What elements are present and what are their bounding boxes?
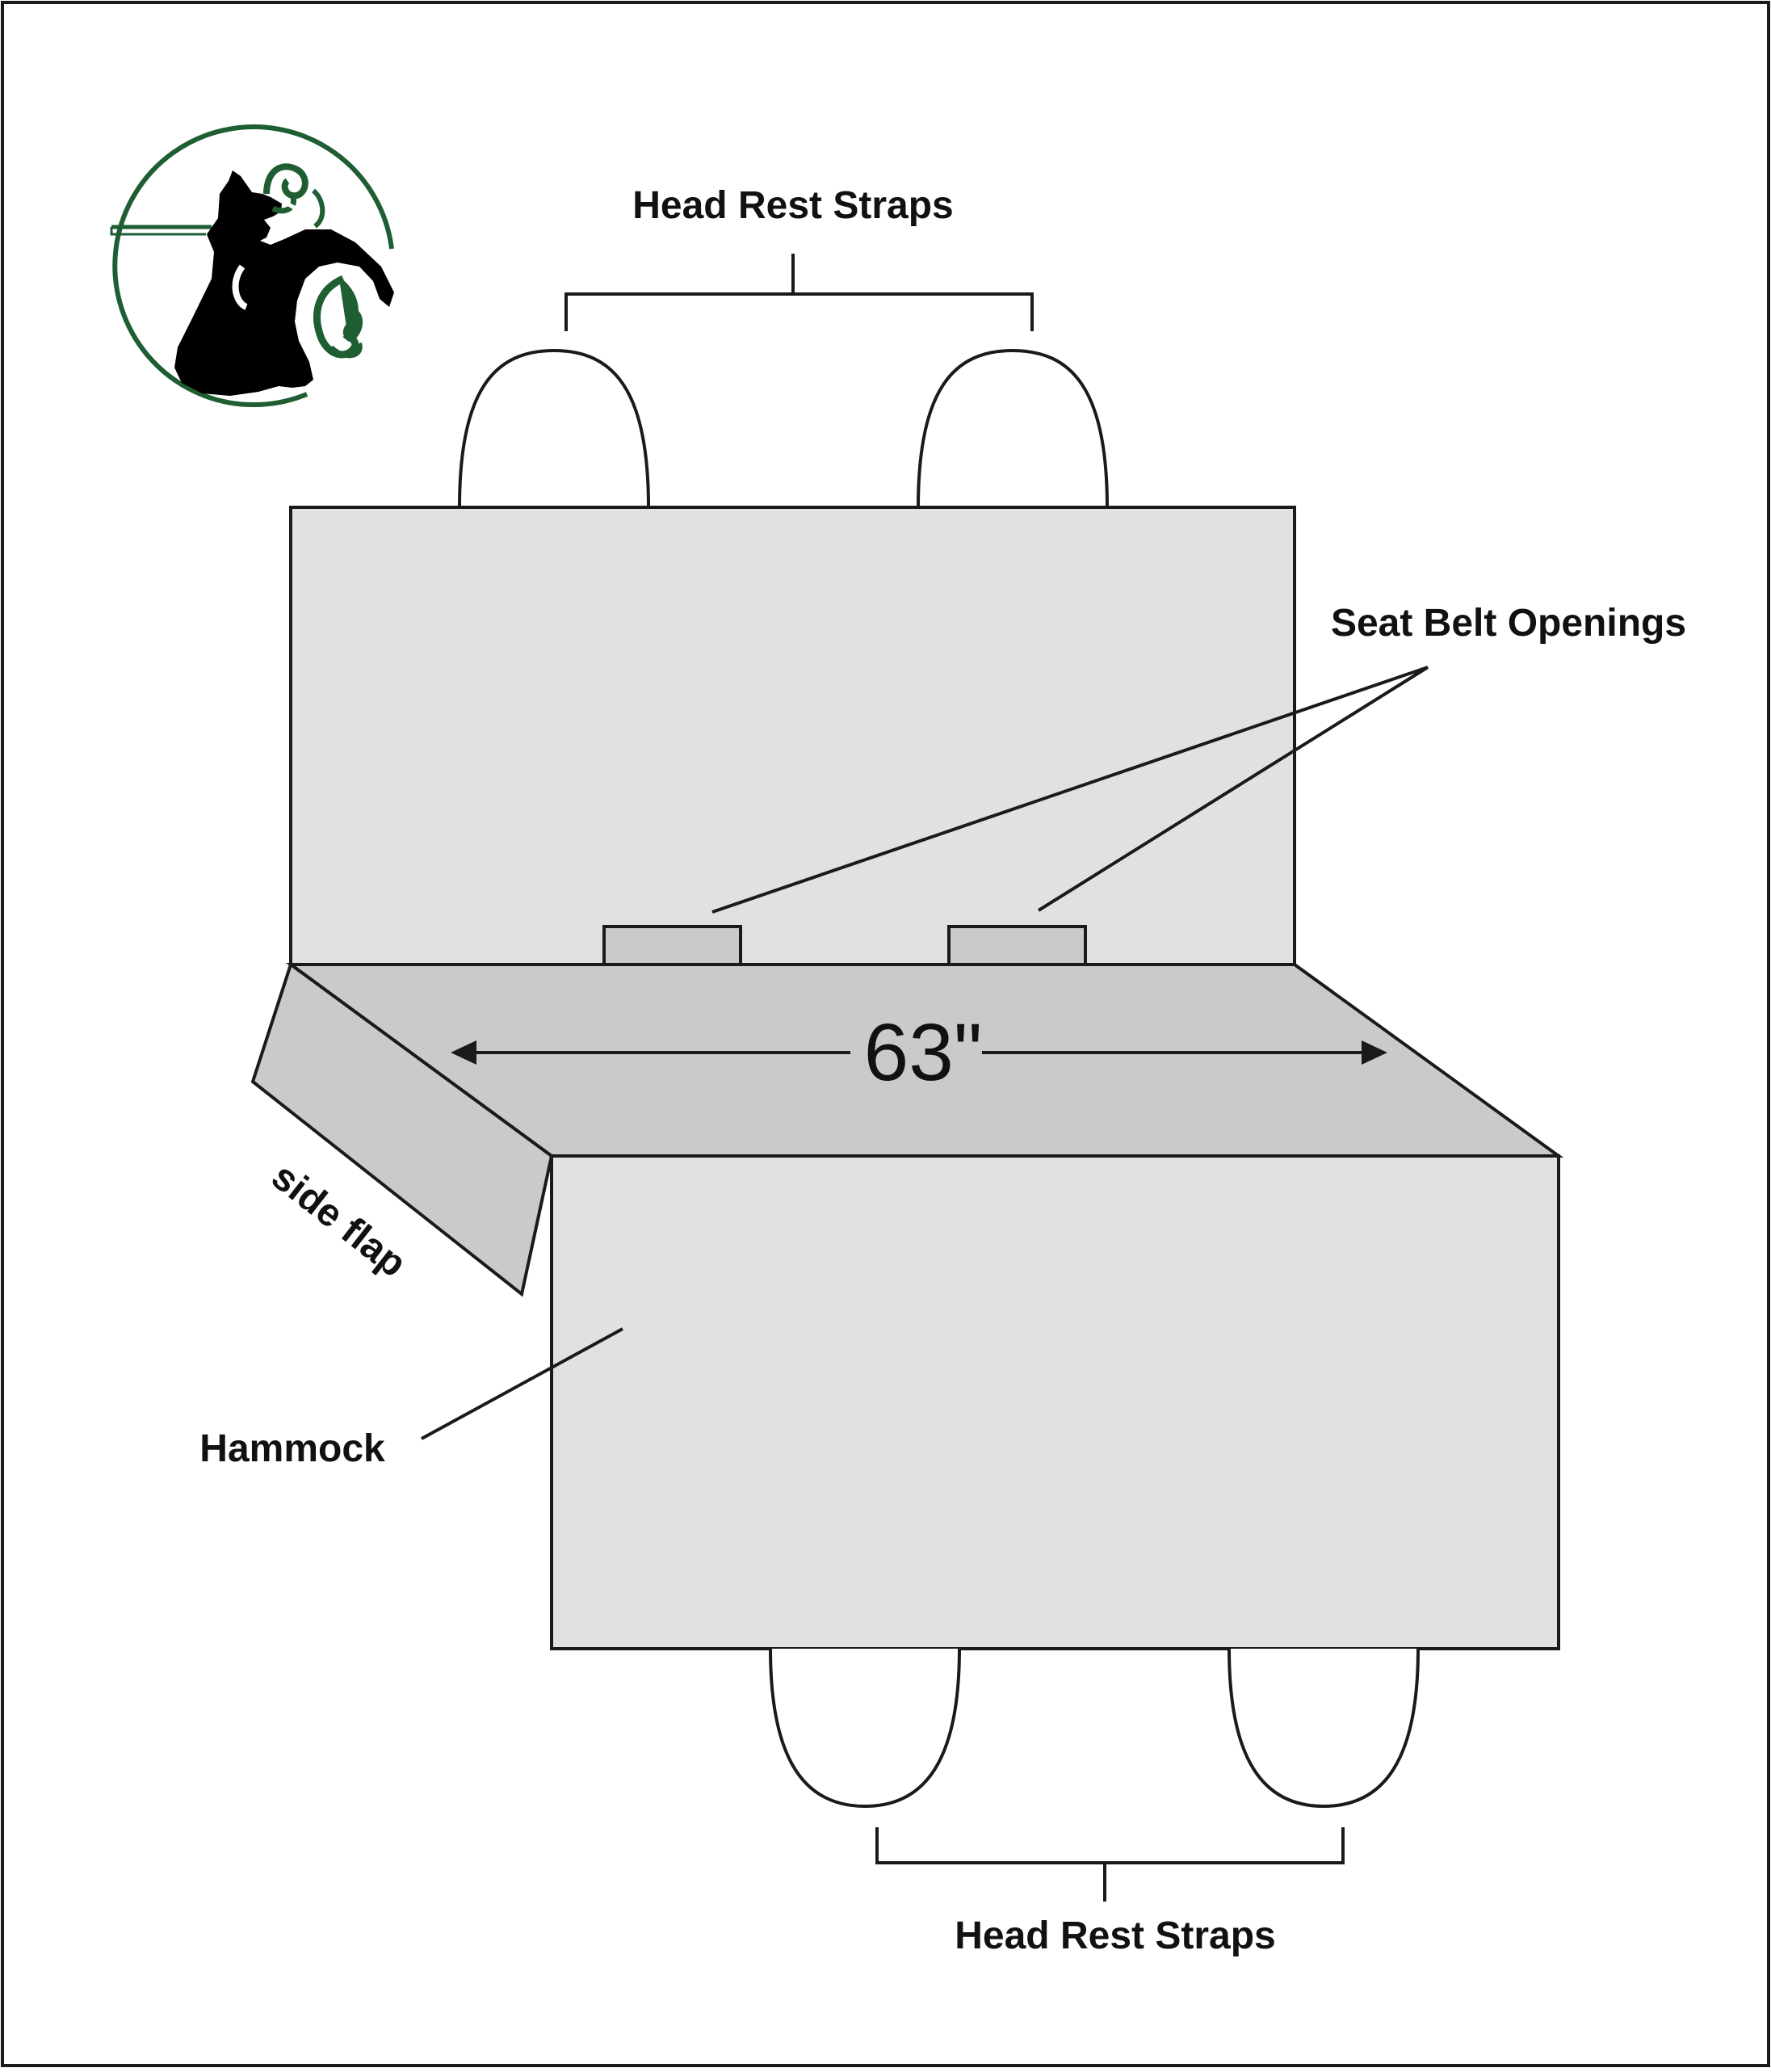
side-flap-panel bbox=[250, 961, 554, 1297]
cat-with-leaves-logo bbox=[110, 124, 394, 408]
seat-belt-opening-right bbox=[947, 925, 1087, 966]
head-rest-straps-top-label: Head Rest Straps bbox=[632, 184, 953, 227]
hammock-label: Hammock bbox=[199, 1427, 385, 1470]
seat-belt-leader-lines bbox=[711, 666, 1429, 914]
dimension-label: 63" bbox=[864, 1007, 983, 1098]
hammock-panel bbox=[550, 1154, 1560, 1650]
dimension-arrowhead-right bbox=[1362, 1040, 1387, 1065]
head-rest-strap-top-right bbox=[917, 348, 1109, 508]
seat-belt-opening-left bbox=[602, 925, 742, 966]
seat-back-panel bbox=[289, 506, 1296, 966]
hammock-leader-line bbox=[421, 1327, 623, 1440]
dimension-arrowhead-left bbox=[451, 1040, 476, 1065]
head-rest-straps-top-bracket bbox=[564, 254, 1034, 331]
head-rest-strap-bottom-left bbox=[769, 1648, 961, 1809]
head-rest-strap-bottom-right bbox=[1228, 1648, 1420, 1809]
head-rest-straps-bottom-bracket bbox=[875, 1827, 1345, 1902]
head-rest-straps-bottom-label: Head Rest Straps bbox=[955, 1914, 1275, 1957]
head-rest-strap-top-left bbox=[458, 348, 650, 508]
seat-belt-openings-label: Seat Belt Openings bbox=[1331, 602, 1686, 645]
